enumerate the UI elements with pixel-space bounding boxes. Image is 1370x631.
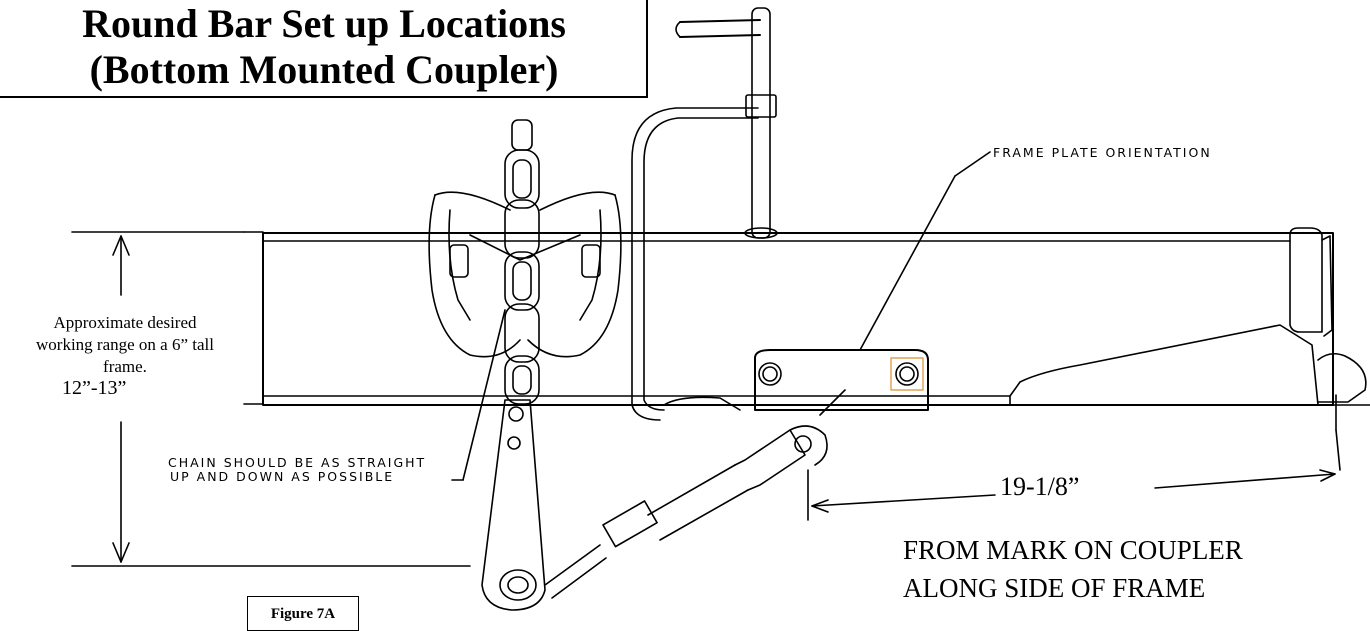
chain [504, 119, 540, 405]
title-line-1: Round Bar Set up Locations [82, 1, 566, 46]
chain-label-line-2: UP AND DOWN AS POSSIBLE [170, 469, 395, 484]
frame-rail [243, 231, 1334, 406]
title-line-2: (Bottom Mounted Coupler) [89, 47, 559, 92]
horizontal-dimension [807, 429, 1341, 521]
frame-plate [754, 151, 991, 411]
c-clamp [631, 7, 778, 421]
range-line-1: Approximate desired [53, 313, 197, 332]
coupler [1009, 227, 1370, 431]
dimension-value: 19-1/8” [1000, 472, 1080, 501]
range-line-2: working range on a 6” tall [36, 335, 214, 354]
from-mark-line-2: ALONG SIDE OF FRAME [903, 573, 1206, 603]
vertical-dimension [71, 231, 471, 567]
range-value: 12”-13” [62, 377, 127, 399]
from-mark-line-1: FROM MARK ON COUPLER [903, 535, 1243, 565]
lever-arm [481, 399, 546, 611]
working-range-label: Approximate desired working range on a 6… [0, 312, 250, 378]
title-box: Round Bar Set up Locations (Bottom Mount… [0, 0, 648, 98]
clamp-jaw [428, 191, 622, 358]
chain-leader [451, 309, 506, 481]
frame-plate-label: FRAME PLATE ORIENTATION [993, 145, 1212, 160]
figure-label: Figure 7A [247, 596, 359, 631]
chain-label-line-1: CHAIN SHOULD BE AS STRAIGHT [168, 455, 427, 470]
range-line-3: frame. [103, 357, 147, 376]
turnbuckle [544, 389, 846, 599]
